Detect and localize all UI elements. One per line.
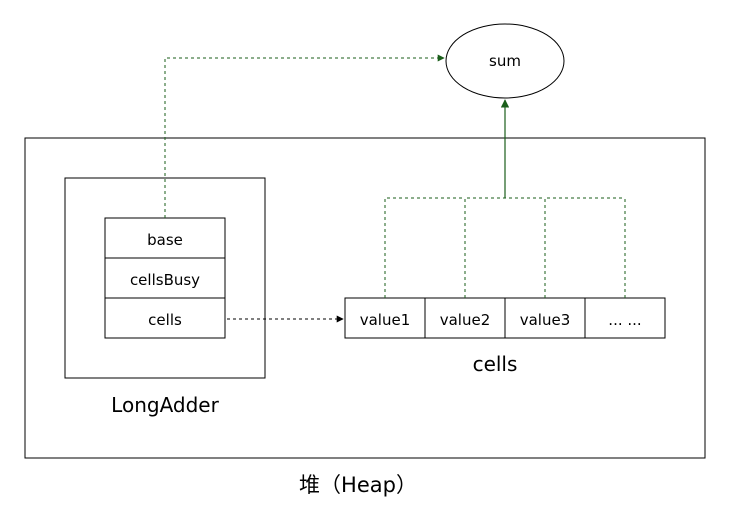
cell-more-label: ... ... [608, 311, 641, 329]
longadder-box [64, 177, 266, 379]
field-base-label: base [147, 231, 183, 249]
cell-more-box [584, 297, 666, 339]
cell-value2-label: value2 [440, 311, 491, 329]
longadder-label: LongAdder [111, 393, 219, 417]
field-base-box [104, 217, 226, 259]
cell-value1-label: value1 [360, 311, 411, 329]
heap-label: 堆（Heap） [299, 473, 417, 497]
heap-box [24, 137, 706, 459]
cells-to-sum-connectors [384, 197, 626, 298]
cell-value2-box [424, 297, 506, 339]
value3-connector [544, 197, 625, 298]
field-cells-box [104, 297, 226, 339]
field-cells-label: cells [148, 311, 182, 329]
field-cellsbusy-label: cellsBusy [130, 271, 200, 289]
longadder-fields: base cellsBusy cells [104, 217, 226, 339]
cells-array: value1 value2 value3 ... ... [344, 297, 666, 339]
sum-label: sum [489, 52, 521, 70]
cell-value3-label: value3 [520, 311, 571, 329]
cell-value1-box [344, 297, 426, 339]
value2-connector [464, 197, 545, 298]
cell-value3-box [504, 297, 586, 339]
value1-connector [384, 197, 465, 298]
cells-label: cells [473, 352, 518, 376]
sum-ellipse [445, 23, 565, 99]
